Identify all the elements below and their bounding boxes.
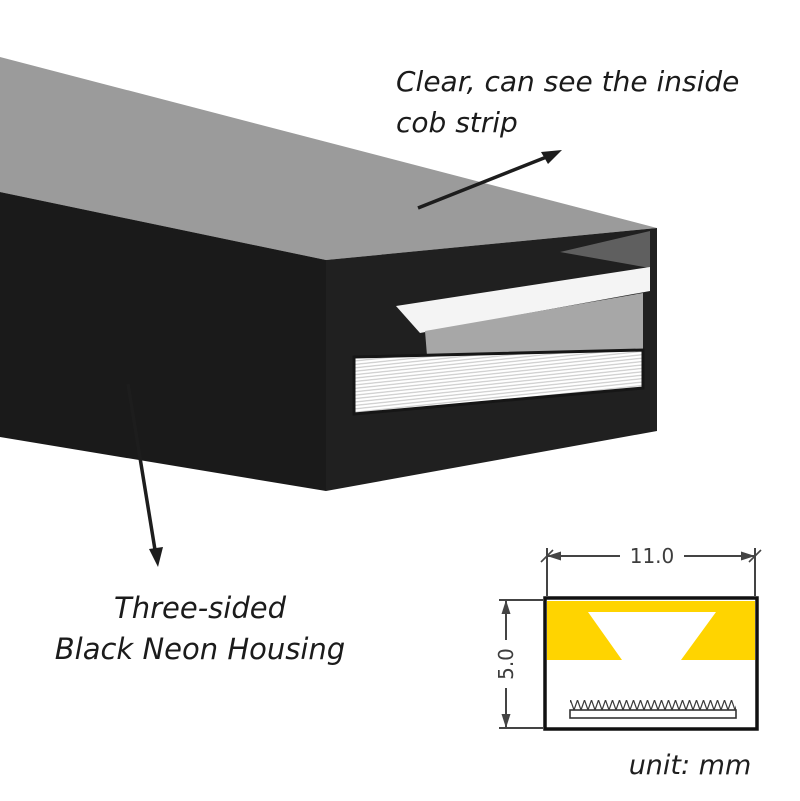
annotation-housing: Three-sided Black Neon Housing — [28, 588, 372, 670]
annotation-housing-line1: Three-sided — [114, 591, 286, 625]
dim-arrow-up-icon — [501, 600, 511, 614]
channel-inner-wall — [425, 293, 643, 368]
cross-section-figure — [499, 548, 762, 731]
strip-seat-bar — [569, 709, 737, 719]
arrow-line — [126, 383, 158, 557]
arrow-to-housing-label — [126, 383, 163, 567]
diffuser-profile — [547, 601, 755, 660]
arrow-head-icon — [541, 150, 562, 164]
arrow-to-clear-label — [417, 150, 562, 210]
strip-seat-teeth — [570, 700, 736, 710]
annotation-clear-cob-line1: Clear, can see the inside — [396, 65, 740, 98]
housing-top-face — [0, 57, 657, 260]
annotation-clear-cob: Clear, can see the inside cob strip — [396, 62, 764, 143]
annotation-housing-line2: Black Neon Housing — [54, 632, 346, 667]
housing-3d — [0, 57, 657, 491]
annotation-clear-cob-line2: cob strip — [396, 105, 518, 139]
cob-strip-floor-hatch — [352, 348, 645, 416]
dim-tick — [540, 549, 554, 563]
housing-front-face — [0, 192, 326, 491]
width-dimension-label: 11.0 — [620, 545, 684, 567]
cob-strip-floor — [352, 348, 645, 416]
channel-lip-shadow — [560, 231, 650, 268]
arrow-line — [417, 154, 550, 210]
dim-arrow-down-icon — [501, 714, 511, 728]
dim-arrow-left-icon — [547, 551, 561, 561]
height-dimension-label: 5.0 — [494, 640, 518, 688]
arrow-head-icon — [149, 547, 163, 567]
unit-label: unit: mm — [628, 750, 752, 781]
dim-tick — [748, 549, 762, 563]
channel-bevel-highlight — [396, 267, 650, 333]
dim-arrow-right-icon — [741, 551, 755, 561]
